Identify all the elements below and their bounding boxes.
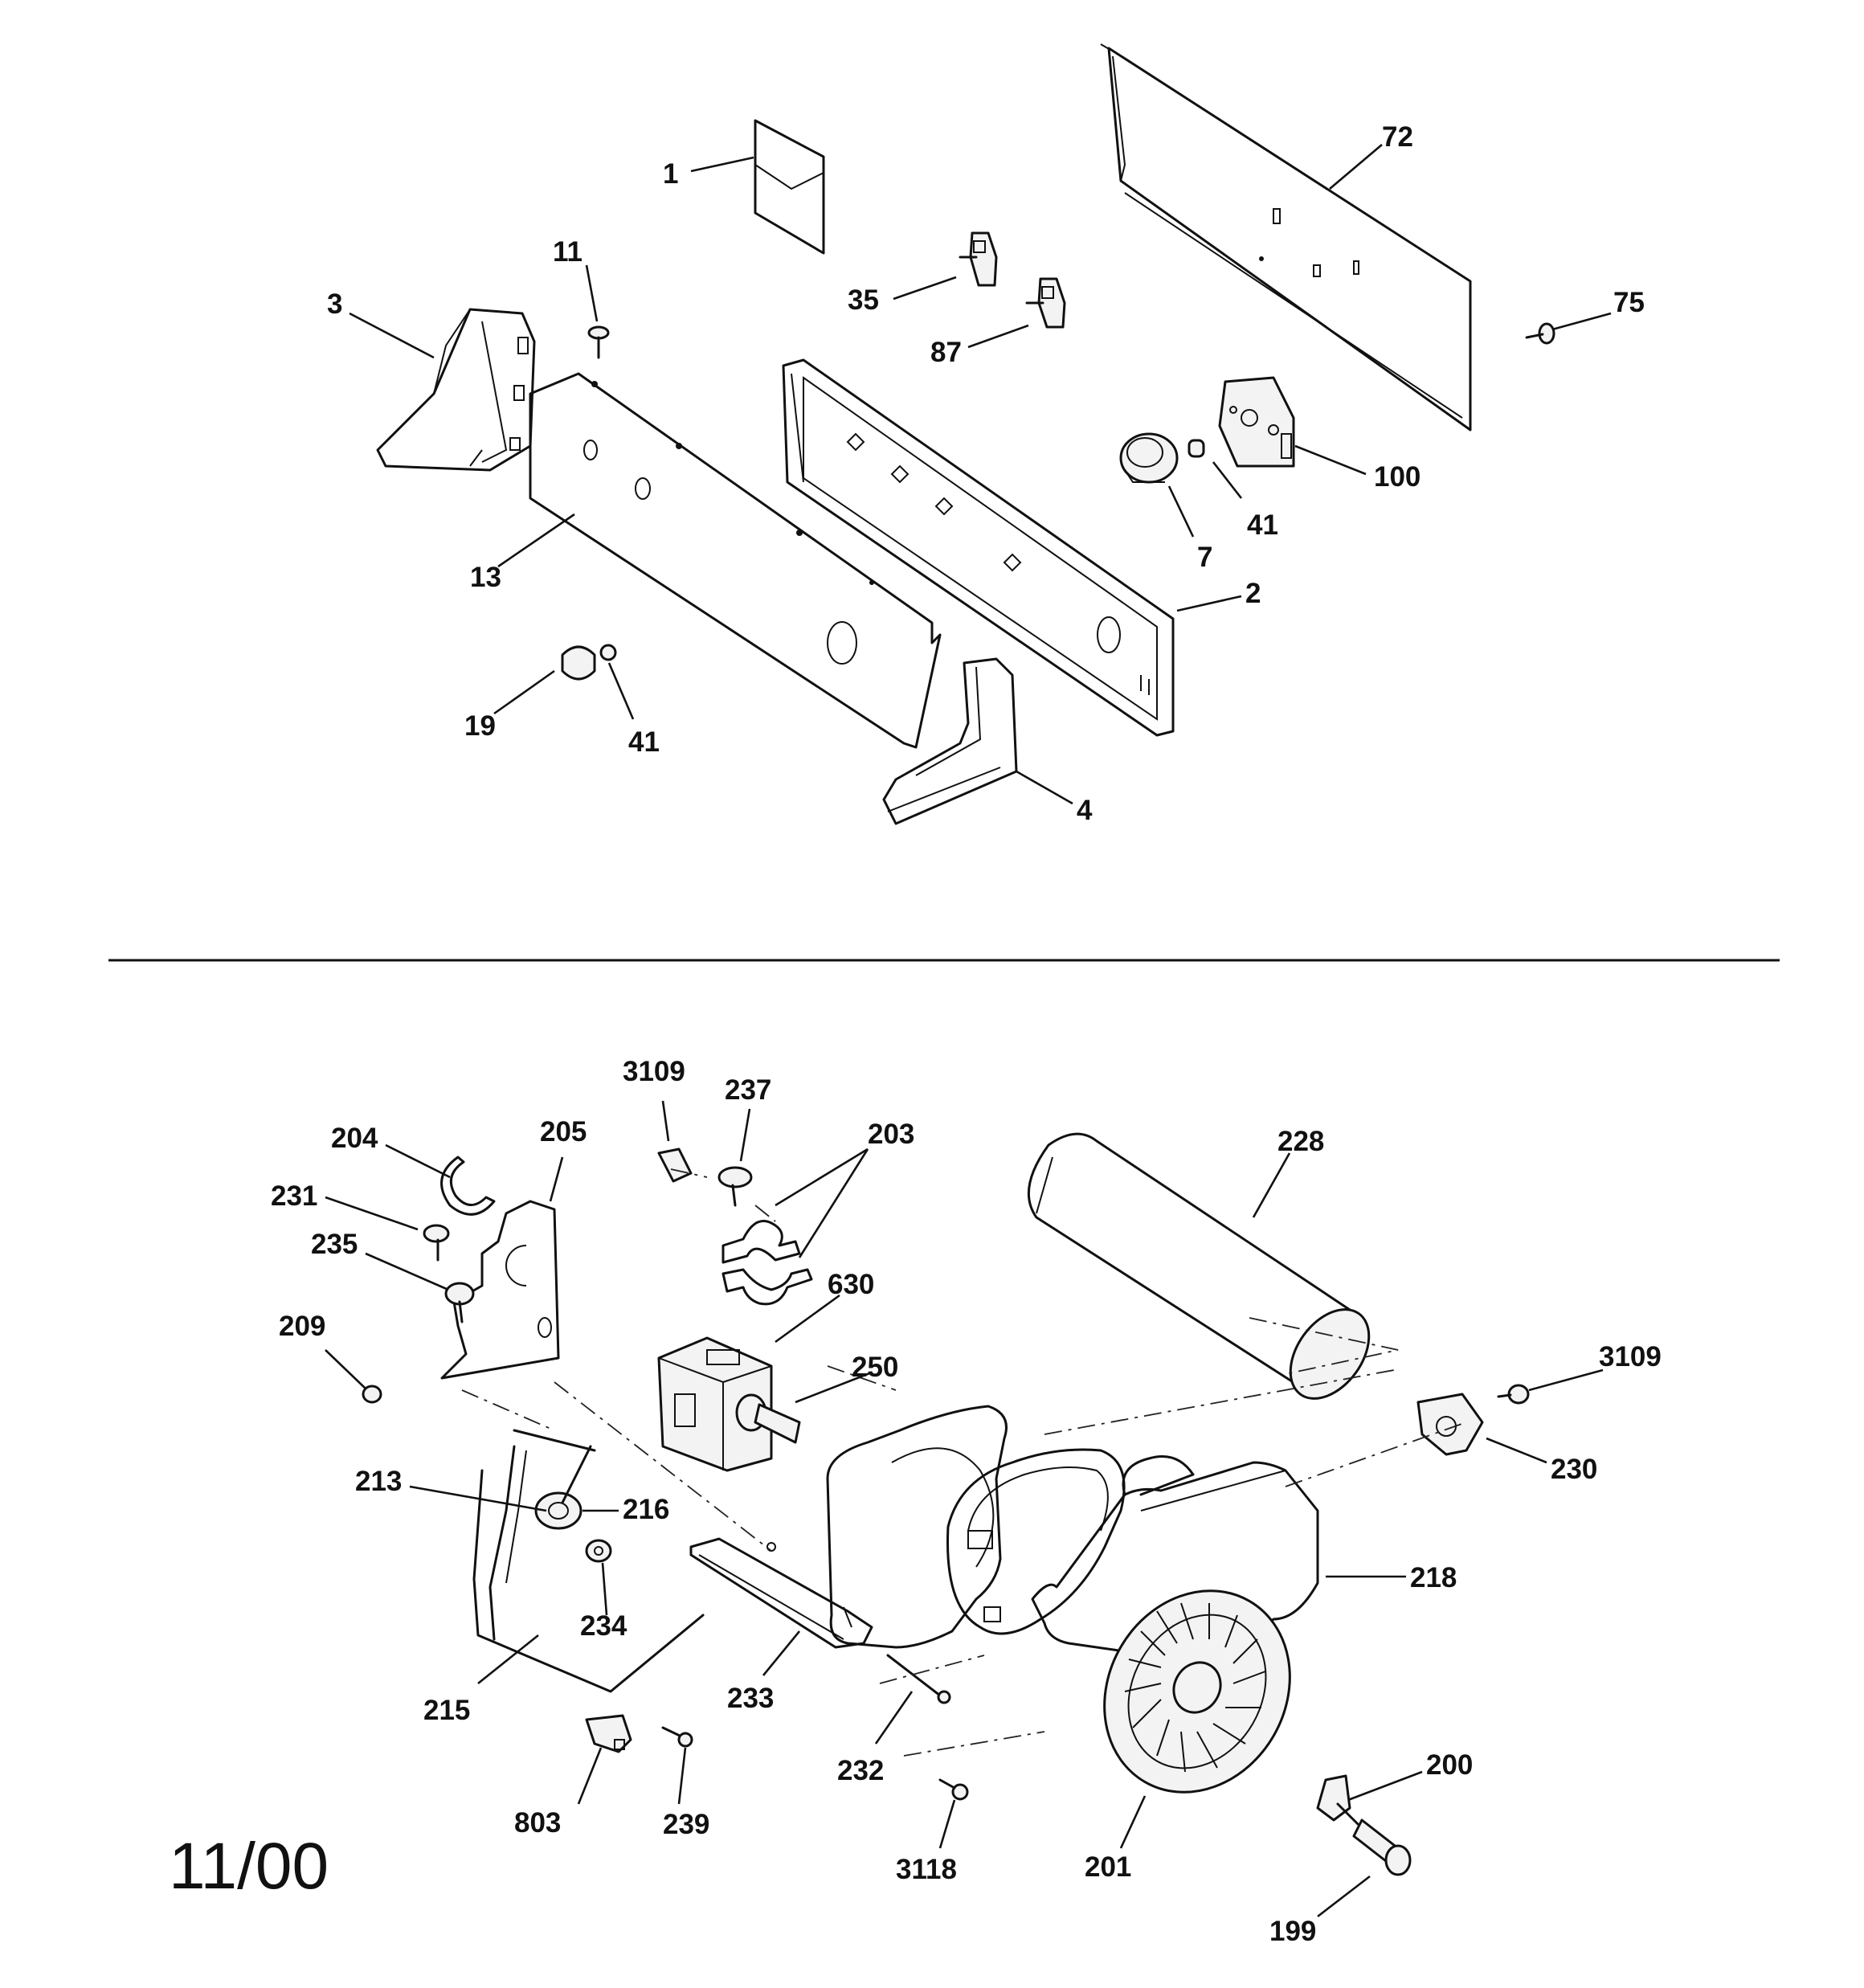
leaders-lower xyxy=(325,1100,1604,1918)
part-3118-screw xyxy=(938,1778,969,1801)
callout-100: 100 xyxy=(1374,461,1420,493)
part-2-panel-frame xyxy=(782,358,1175,737)
assembly-guides xyxy=(461,1168,1467,1757)
callout-216: 216 xyxy=(623,1494,669,1525)
callout-41-upper: 41 xyxy=(1247,509,1278,541)
callout-239: 239 xyxy=(663,1809,709,1840)
part-215-wire-spring xyxy=(472,1429,705,1693)
callout-218: 218 xyxy=(1410,1562,1457,1593)
part-250-shaft xyxy=(735,1393,801,1444)
part-35-switch xyxy=(959,231,998,287)
part-803-switch xyxy=(585,1714,632,1753)
part-234-nut xyxy=(585,1539,612,1563)
callout-3109-top: 3109 xyxy=(623,1056,685,1087)
part-199-bolt xyxy=(1336,1802,1412,1876)
callout-213: 213 xyxy=(355,1466,402,1497)
callout-75: 75 xyxy=(1613,287,1645,318)
callout-7: 7 xyxy=(1197,542,1212,573)
part-blower-scroll xyxy=(826,1405,1008,1649)
revision-date: 11/00 xyxy=(169,1830,329,1903)
callout-11: 11 xyxy=(553,236,582,268)
part-19-knob xyxy=(561,645,596,681)
callout-250: 250 xyxy=(852,1352,898,1383)
callout-231: 231 xyxy=(271,1180,317,1212)
callout-35: 35 xyxy=(848,284,879,316)
callout-215: 215 xyxy=(423,1695,470,1726)
callout-13: 13 xyxy=(470,562,501,593)
part-72-backsplash xyxy=(1100,43,1472,432)
leaders-upper xyxy=(349,144,1612,805)
part-235-screw xyxy=(444,1282,475,1323)
part-200-clip xyxy=(1316,1774,1351,1822)
part-3109-connector-top xyxy=(657,1147,693,1183)
callout-203: 203 xyxy=(868,1119,914,1150)
part-87-switch xyxy=(1025,277,1066,329)
callout-803: 803 xyxy=(514,1807,561,1839)
part-203-straps xyxy=(721,1220,813,1306)
callout-41-lower: 41 xyxy=(628,726,660,758)
part-232-rod xyxy=(886,1654,951,1704)
part-239-screw xyxy=(661,1726,693,1748)
part-231-screw xyxy=(423,1224,450,1262)
callout-3: 3 xyxy=(327,288,342,320)
callout-232: 232 xyxy=(837,1755,884,1786)
part-237-screw xyxy=(717,1166,753,1207)
part-4-end-cap-right xyxy=(882,657,1018,825)
part-41-clip-upper xyxy=(1187,439,1205,458)
part-75-screw xyxy=(1525,322,1555,345)
part-3-end-cap-left xyxy=(376,308,536,472)
callout-3109-right: 3109 xyxy=(1599,1341,1662,1372)
callouts-upper: 1 72 11 3 35 87 75 100 41 7 2 13 19 41 4 xyxy=(327,121,1645,826)
callouts-lower: 3109 237 203 204 205 228 231 235 630 209… xyxy=(271,1056,1662,1947)
part-11-screw xyxy=(587,325,610,359)
callout-237: 237 xyxy=(725,1074,771,1106)
part-216-idler-pulley xyxy=(534,1445,592,1530)
part-100-timer xyxy=(1218,376,1295,468)
part-7-knob xyxy=(1119,432,1179,484)
callout-200: 200 xyxy=(1426,1749,1473,1781)
callout-1: 1 xyxy=(663,158,678,190)
callout-2: 2 xyxy=(1245,578,1261,609)
part-230-bracket xyxy=(1416,1393,1484,1456)
callout-209: 209 xyxy=(279,1311,325,1342)
callout-19: 19 xyxy=(464,710,496,742)
part-209-nut xyxy=(362,1385,382,1404)
callout-87: 87 xyxy=(930,337,962,368)
part-630-motor xyxy=(657,1336,773,1472)
part-228-duct xyxy=(1027,1132,1371,1400)
part-204-clip xyxy=(440,1156,496,1216)
part-201-blower-wheel xyxy=(1103,1589,1291,1794)
callout-204: 204 xyxy=(331,1123,378,1154)
callout-234: 234 xyxy=(580,1610,627,1642)
part-233-base xyxy=(689,1537,873,1649)
callout-3118: 3118 xyxy=(896,1854,957,1885)
part-13-control-panel xyxy=(529,372,942,749)
callout-233: 233 xyxy=(727,1683,774,1714)
callout-72: 72 xyxy=(1382,121,1413,153)
callout-630: 630 xyxy=(828,1269,874,1300)
part-213-idler-arm xyxy=(488,1445,527,1641)
callout-205: 205 xyxy=(540,1116,587,1147)
callout-199: 199 xyxy=(1269,1916,1316,1947)
part-41-clip-lower xyxy=(599,644,617,661)
part-3109-connector-right xyxy=(1497,1384,1530,1405)
callout-230: 230 xyxy=(1551,1454,1597,1485)
callout-4: 4 xyxy=(1077,795,1093,826)
callout-235: 235 xyxy=(311,1229,358,1260)
callout-228: 228 xyxy=(1277,1126,1324,1157)
part-blower-front-ring xyxy=(946,1448,1126,1635)
callout-201: 201 xyxy=(1085,1851,1131,1883)
part-1-envelope xyxy=(754,119,825,255)
